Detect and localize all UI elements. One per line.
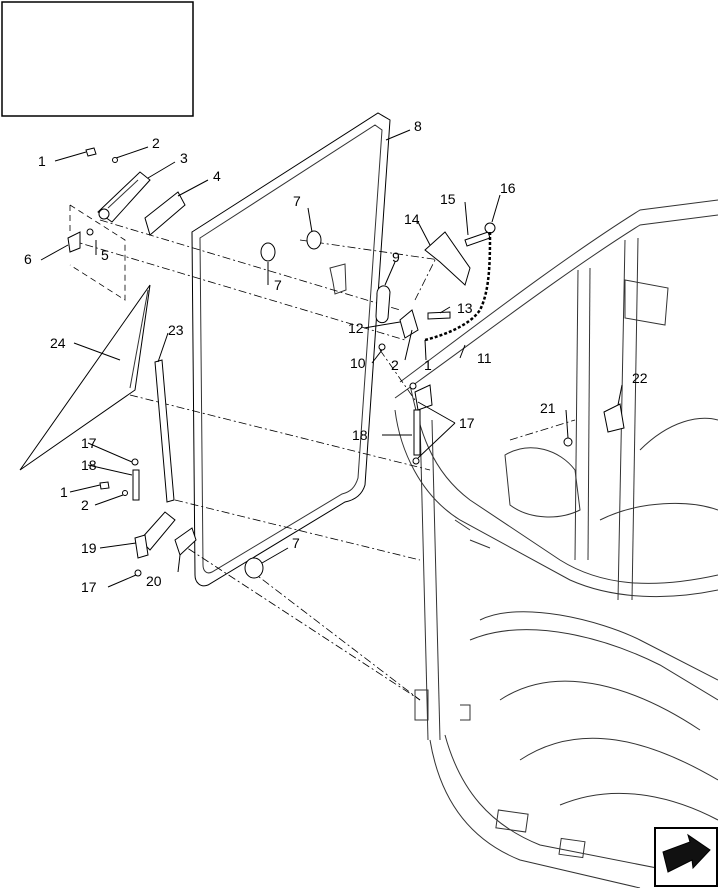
callout-7: 7	[292, 535, 300, 551]
callout-17: 17	[459, 415, 475, 431]
callout-2: 2	[152, 135, 160, 151]
callout-14: 14	[404, 211, 420, 227]
callout-24: 24	[50, 335, 66, 351]
upper-shim	[144, 191, 186, 236]
callout-18: 18	[352, 427, 368, 443]
callout-9: 9	[392, 249, 400, 265]
callout-10: 10	[350, 355, 366, 371]
callout-1: 1	[60, 484, 68, 500]
cab-frame	[394, 199, 718, 888]
callout-7: 7	[293, 193, 301, 209]
lower-hinge	[134, 511, 176, 559]
callout-1: 1	[38, 153, 46, 169]
callout-17: 17	[81, 435, 97, 451]
callout-8: 8	[414, 118, 422, 134]
callout-6: 6	[24, 251, 32, 267]
callout-13: 13	[457, 300, 473, 316]
callout-20: 20	[146, 573, 162, 589]
callout-21: 21	[540, 400, 556, 416]
callout-3: 3	[180, 150, 188, 166]
callout-23: 23	[168, 322, 184, 338]
callout-7: 7	[274, 277, 282, 293]
spacer-7c	[244, 557, 264, 579]
glass-panel	[191, 112, 391, 587]
latch-pad	[375, 285, 391, 324]
callout-19: 19	[81, 540, 97, 556]
callout-15: 15	[440, 191, 456, 207]
lower-shim	[174, 527, 197, 556]
callout-16: 16	[500, 180, 516, 196]
catch-bracket	[424, 231, 471, 286]
callout-12: 12	[348, 320, 364, 336]
upper-hinge	[97, 171, 151, 223]
next-page-arrow-icon[interactable]	[654, 827, 718, 887]
cable	[424, 231, 492, 342]
callout-11: 11	[477, 350, 492, 366]
weatherstrip-rod	[154, 359, 175, 503]
title-box	[1, 1, 194, 117]
callout-22: 22	[632, 370, 648, 386]
gas-strut-right	[409, 382, 433, 465]
assembly-lines	[69, 204, 576, 701]
callout-17: 17	[81, 579, 97, 595]
callout-labels: 1 2 3 4 5 6 7 7 8 9 10 11 12 13 14 15 16…	[24, 118, 648, 595]
callout-5: 5	[101, 247, 109, 263]
callout-1: 1	[424, 357, 432, 373]
spacer-7b	[306, 230, 322, 250]
spacer-7a	[260, 242, 276, 262]
leader-lines	[40, 129, 623, 588]
bracket-6	[67, 231, 81, 253]
callout-2: 2	[81, 497, 89, 513]
callout-18: 18	[81, 457, 97, 473]
seal-strip	[19, 284, 151, 471]
callout-4: 4	[213, 168, 221, 184]
latch-bracket	[399, 309, 419, 339]
callout-2: 2	[391, 357, 399, 373]
